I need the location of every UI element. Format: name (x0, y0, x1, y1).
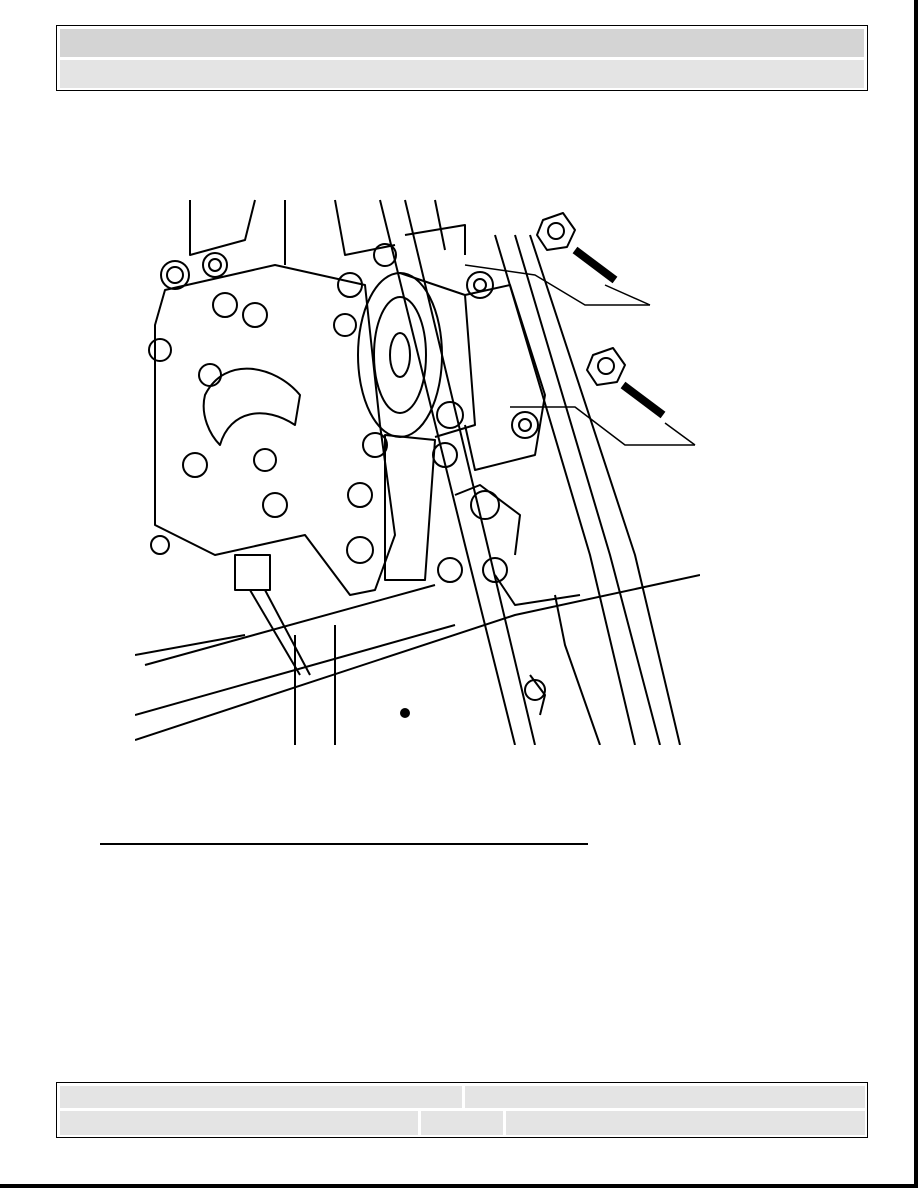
footer-cell-b (465, 1086, 865, 1108)
footer-cell-a (60, 1086, 462, 1108)
engine-illustration (134, 195, 701, 746)
header-subtitle-row (60, 60, 864, 88)
footer-cell-c (60, 1111, 418, 1135)
document-footer (56, 1082, 868, 1138)
header-title-row (60, 29, 864, 57)
footer-cell-e (506, 1111, 865, 1135)
footer-cell-d (421, 1111, 503, 1135)
section-divider (100, 843, 588, 845)
document-header (56, 25, 868, 91)
